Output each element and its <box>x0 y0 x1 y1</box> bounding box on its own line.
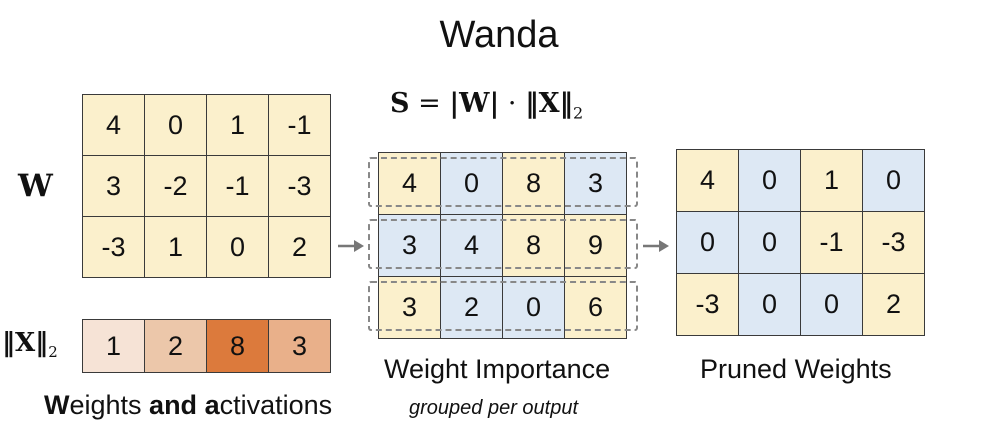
weight-cell: 0 <box>206 216 269 278</box>
pruned-caption: Pruned Weights <box>700 354 892 384</box>
activation-cell: 3 <box>268 319 331 373</box>
weight-cell: 3 <box>82 155 145 217</box>
importance-cell: 0 <box>502 276 565 339</box>
pruned-cell: 4 <box>676 149 739 212</box>
activation-cell: 2 <box>144 319 207 373</box>
weight-cell: -2 <box>144 155 207 217</box>
formula-equals: = <box>418 88 441 119</box>
pruned-cell: 0 <box>862 149 925 212</box>
pruned-cell: 0 <box>738 211 801 274</box>
importance-cell: 8 <box>502 152 565 215</box>
weight-cell: 1 <box>144 216 207 278</box>
output-group-box <box>368 281 638 331</box>
weight-cell: -3 <box>268 155 331 217</box>
formula-dot: · <box>507 88 517 119</box>
importance-cell: 3 <box>378 214 441 277</box>
arrow-right-icon <box>643 240 669 252</box>
weight-cell: -3 <box>82 216 145 278</box>
weight-cell: 2 <box>268 216 331 278</box>
formula-abs-w: |W| <box>449 88 500 119</box>
importance-cell: 3 <box>378 276 441 339</box>
importance-cell: 0 <box>440 152 503 215</box>
importance-caption: Weight Importance <box>384 354 611 384</box>
arrow-right-icon <box>338 240 364 252</box>
importance-cell: 2 <box>440 276 503 339</box>
activation-norm-label: ‖X‖2 <box>2 328 58 362</box>
diagram-title: Wanda <box>439 14 559 56</box>
pruned-cell: -3 <box>676 273 739 336</box>
importance-cell: 3 <box>564 152 627 215</box>
activation-cell: 1 <box>82 319 145 373</box>
importance-cell: 9 <box>564 214 627 277</box>
pruned-cell: 0 <box>800 273 863 336</box>
pruned-cell: 0 <box>738 273 801 336</box>
pruned-cell: -1 <box>800 211 863 274</box>
pruned-cell: 2 <box>862 273 925 336</box>
weight-cell: -1 <box>206 155 269 217</box>
importance-cell: 8 <box>502 214 565 277</box>
activation-cell: 8 <box>206 319 269 373</box>
formula-norm: ‖X‖2 <box>525 88 584 123</box>
output-group-box <box>368 157 638 207</box>
importance-subcaption: grouped per output <box>409 397 579 419</box>
formula-s: S <box>390 88 410 119</box>
importance-formula: S = |W| · ‖X‖2 <box>390 88 625 122</box>
weights-activations-caption: Weights and activations <box>44 390 333 420</box>
weights-label: W <box>18 168 53 204</box>
output-group-box <box>368 219 638 269</box>
pruned-cell: -3 <box>862 211 925 274</box>
importance-cell: 6 <box>564 276 627 339</box>
importance-cell: 4 <box>378 152 441 215</box>
weight-cell: 4 <box>82 94 145 156</box>
pruned-cell: 0 <box>676 211 739 274</box>
